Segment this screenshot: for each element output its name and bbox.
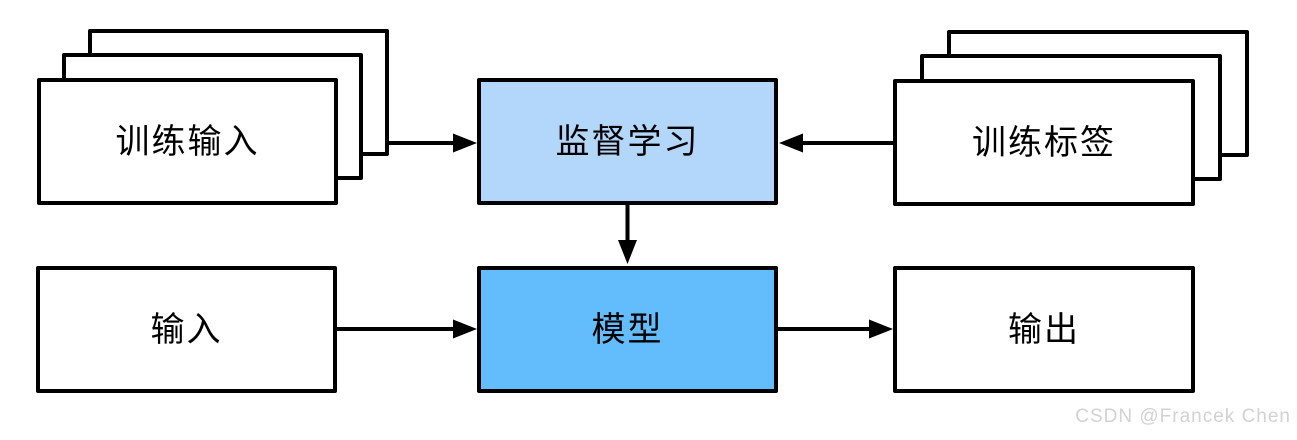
arrow-training-inputs-to-supervised-learning — [389, 133, 477, 153]
arrow-input-to-model — [337, 319, 477, 339]
node-output-label: 输出 — [1008, 310, 1080, 349]
node-training-labels-label: 训练标签 — [972, 123, 1116, 162]
node-output: 输出 — [893, 266, 1195, 393]
node-training-inputs-label: 训练输入 — [115, 122, 260, 161]
node-model-label: 模型 — [591, 310, 664, 349]
node-supervised-learning-label: 监督学习 — [555, 122, 700, 161]
node-training-inputs: 训练输入 — [37, 78, 338, 205]
node-supervised-learning: 监督学习 — [477, 78, 778, 205]
node-training-labels: 训练标签 — [893, 79, 1195, 206]
watermark: CSDN @Francek Chen — [1075, 406, 1291, 427]
arrow-training-labels-to-supervised-learning — [779, 133, 893, 153]
arrow-supervised-learning-to-model — [618, 205, 637, 264]
node-model: 模型 — [477, 266, 778, 393]
arrow-model-to-output — [778, 319, 893, 339]
node-input-label: 输入 — [150, 310, 223, 349]
node-input: 输入 — [36, 266, 337, 393]
